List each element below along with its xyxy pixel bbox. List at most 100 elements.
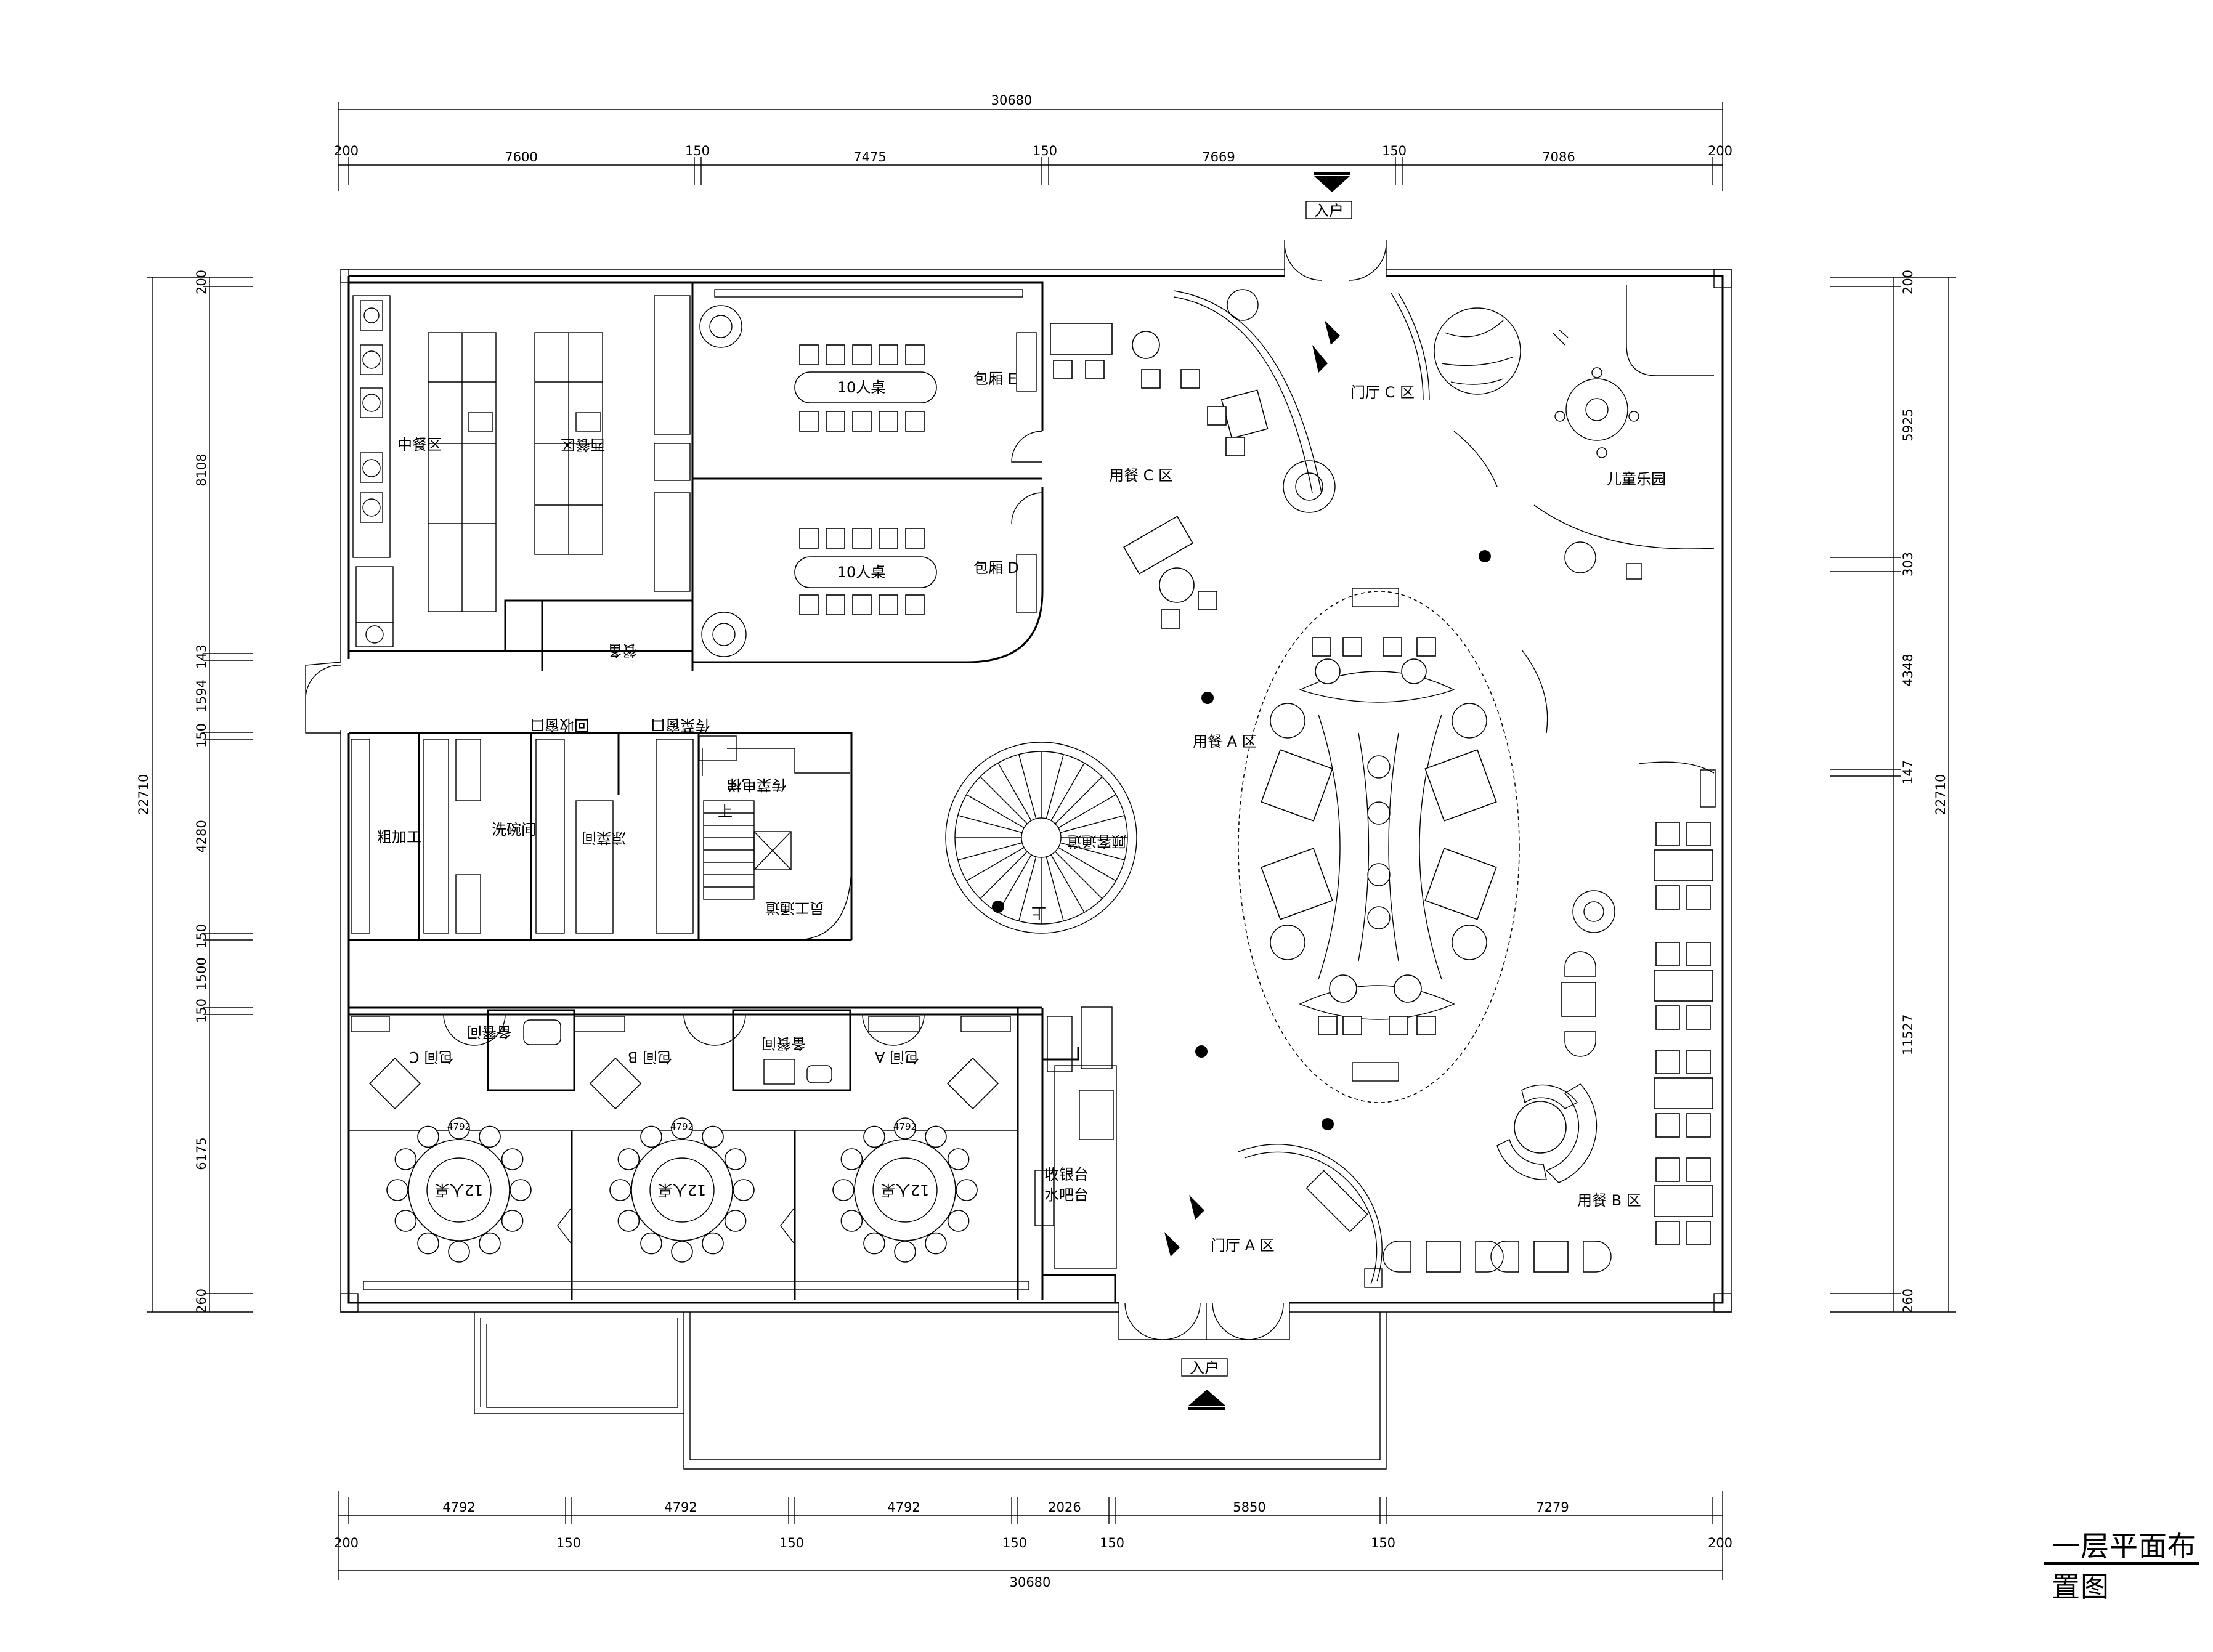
chair (479, 1232, 501, 1255)
right-seg-1: 200 (1901, 270, 1915, 294)
label-canbei: 餐备 (607, 642, 637, 659)
chair (1686, 1221, 1711, 1245)
top-seg-3: 150 (685, 144, 710, 158)
chair (671, 1241, 693, 1263)
dimension-left: 22710 200 8108 143 1594 150 4280 150 150… (136, 270, 253, 1313)
booth-table (1654, 970, 1713, 1002)
chair (724, 1210, 747, 1232)
dining-zone-b: 用餐 B 区 (1383, 822, 1713, 1273)
label-chuancai-kou: 传菜窗口 (651, 716, 710, 734)
chair (1655, 1005, 1680, 1030)
chair (840, 1210, 863, 1232)
chair (1686, 1005, 1711, 1030)
left-seg-4: 1594 (194, 679, 209, 712)
label-yongcan-a: 用餐 A 区 (1193, 733, 1257, 750)
chair (925, 1125, 947, 1148)
person-icon (992, 320, 1491, 1257)
entrance-bottom: 入户 (1181, 1358, 1228, 1410)
bottom-seg-4: 4792 (664, 1500, 697, 1515)
top-seg-1: 200 (334, 144, 359, 158)
left-seg-10: 6175 (194, 1137, 209, 1170)
right-seg-7: 260 (1901, 1289, 1915, 1313)
plant-icon (1270, 703, 1487, 960)
label-cujiagong: 粗加工 (377, 828, 421, 846)
playground: 儿童乐园 (1434, 285, 1716, 808)
label-liangcai: 凉菜间 (582, 829, 626, 846)
dimension-right: 22710 200 5925 303 4348 147 11527 260 (1830, 270, 1956, 1313)
private-rooms-ed: 10人桌 10人桌 包厢 E 包厢 D (692, 281, 1044, 663)
stair-tread (1055, 851, 1103, 899)
bottom-total-dim: 30680 (1010, 1575, 1051, 1590)
stair-tread (1018, 754, 1037, 819)
title-underline (2044, 1562, 2199, 1565)
label-size-a: 4792 (893, 1121, 917, 1132)
label-baojian-a: 包间 A (874, 1048, 919, 1066)
label-menting-c: 门厅 C 区 (1350, 384, 1415, 401)
lazy-susan (872, 1157, 938, 1223)
lazy-susan (649, 1157, 715, 1223)
dining-table-10 (794, 344, 937, 432)
chair (724, 1148, 747, 1170)
left-total-dim: 22710 (136, 774, 151, 816)
chair (617, 1148, 640, 1170)
left-seg-3: 143 (194, 644, 209, 669)
window-strip (714, 289, 1023, 298)
dimension-top: 30680 200 7600 150 7475 150 7669 150 708… (334, 93, 1732, 191)
plan-title: 一层平面布置图 (2052, 1529, 2196, 1603)
chair (894, 1117, 916, 1140)
chair (501, 1210, 524, 1232)
round-table (854, 1139, 956, 1241)
chair (1686, 1113, 1711, 1138)
stair-tread (966, 847, 1025, 881)
label-table10-d: 10人桌 (837, 564, 886, 581)
entrance-top-label: 入户 (1314, 202, 1344, 219)
left-seg-9: 150 (194, 998, 209, 1023)
top-total-dim: 30680 (991, 93, 1033, 108)
bottom-seg-3: 150 (556, 1536, 581, 1550)
bottom-seg-6: 4792 (887, 1500, 920, 1515)
bottom-seg-11: 150 (1371, 1536, 1395, 1550)
stair-tread (1060, 842, 1125, 860)
chair (863, 1125, 885, 1148)
stair-tread (1046, 856, 1064, 921)
top-seg-9: 200 (1708, 144, 1732, 158)
left-seg-11: 260 (194, 1289, 209, 1313)
stair-tread (1058, 847, 1116, 881)
chair (702, 1125, 724, 1148)
label-baoxiang-d: 包厢 D (973, 559, 1019, 577)
chair (479, 1125, 501, 1148)
label-beican-2: 备餐间 (761, 1035, 806, 1052)
dining-zone-a: 用餐 A 区 (1193, 588, 1520, 1103)
chair (394, 1210, 417, 1232)
elevator-icon (753, 831, 792, 870)
lobby-a: 门厅 A 区 (1118, 1144, 1383, 1340)
label-chuancai-dianti: 传菜电梯 (727, 776, 786, 793)
chair (1655, 885, 1680, 910)
stair-tread (980, 851, 1028, 899)
chair (510, 1179, 532, 1201)
chair (1655, 1157, 1680, 1182)
right-seg-3: 303 (1901, 552, 1915, 577)
chair (832, 1179, 855, 1201)
stair-tread (966, 794, 1025, 828)
stair-tread (997, 854, 1032, 913)
left-seg-8: 1500 (194, 957, 209, 990)
stair-tread (1050, 763, 1085, 821)
round-table (408, 1139, 510, 1241)
chair (1686, 822, 1711, 846)
label-guke-tongdao: 顾客通道 (1067, 833, 1126, 850)
entrance-top: 入户 (1305, 172, 1352, 219)
stair-icon (703, 800, 755, 900)
lobby-c: 门厅 C 区 用餐 C 区 (1050, 240, 1430, 629)
chair (448, 1117, 470, 1140)
chair (448, 1241, 470, 1263)
chair (925, 1232, 947, 1255)
plant-icon (1227, 289, 1336, 513)
top-seg-8: 7086 (1542, 150, 1575, 164)
label-size-b: 4792 (670, 1121, 694, 1132)
stair-tread (1050, 854, 1085, 913)
chair (386, 1179, 408, 1201)
bottom-seg-1: 200 (334, 1536, 359, 1550)
label-zhongcan: 中餐区 (397, 436, 442, 453)
label-menting-a: 门厅 A 区 (1211, 1237, 1275, 1254)
